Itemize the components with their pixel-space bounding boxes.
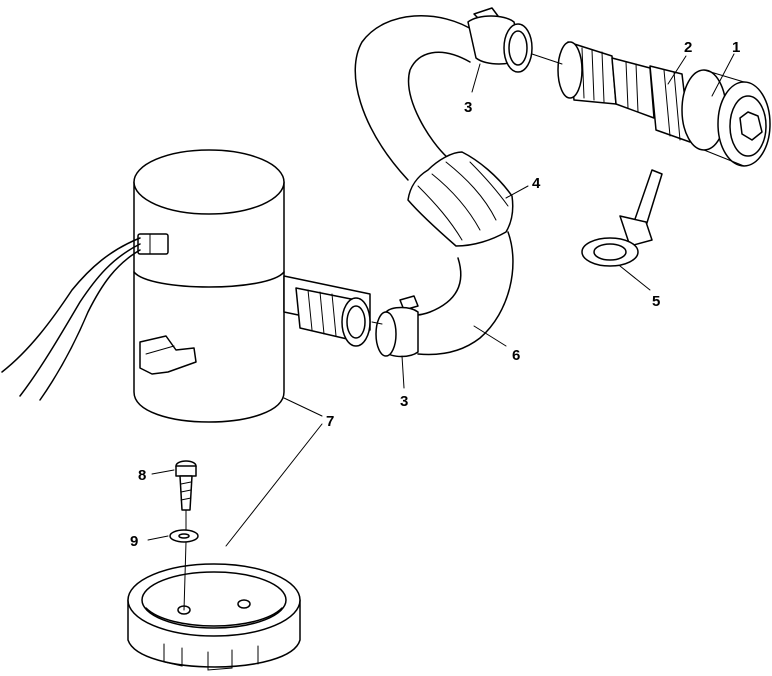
callout-9: 9 <box>130 533 138 550</box>
callout-3-upper: 3 <box>464 99 472 116</box>
callout-1: 1 <box>732 39 740 56</box>
retaining-wrench <box>581 169 663 267</box>
callout-3-lower: 3 <box>400 393 408 410</box>
bilge-pump-body <box>133 149 371 423</box>
leader-lines <box>147 53 735 547</box>
hose-sleeve <box>407 151 514 247</box>
callout-2: 2 <box>684 39 692 56</box>
callout-6: 6 <box>512 347 520 364</box>
callouts: 1 2 3 4 5 6 3 7 8 9 <box>130 39 740 550</box>
callout-4: 4 <box>532 175 541 192</box>
pump-base <box>127 563 301 671</box>
lower-hose-clamp <box>375 295 419 358</box>
mounting-screw <box>175 460 197 511</box>
callout-5: 5 <box>652 293 660 310</box>
upper-hose-clamp <box>467 7 533 73</box>
washer <box>169 529 199 543</box>
callout-8: 8 <box>138 467 146 484</box>
callout-7: 7 <box>326 413 334 430</box>
pump-wires <box>1 237 141 401</box>
assembly-lines <box>183 53 563 611</box>
thru-hull-fitting <box>557 41 771 167</box>
